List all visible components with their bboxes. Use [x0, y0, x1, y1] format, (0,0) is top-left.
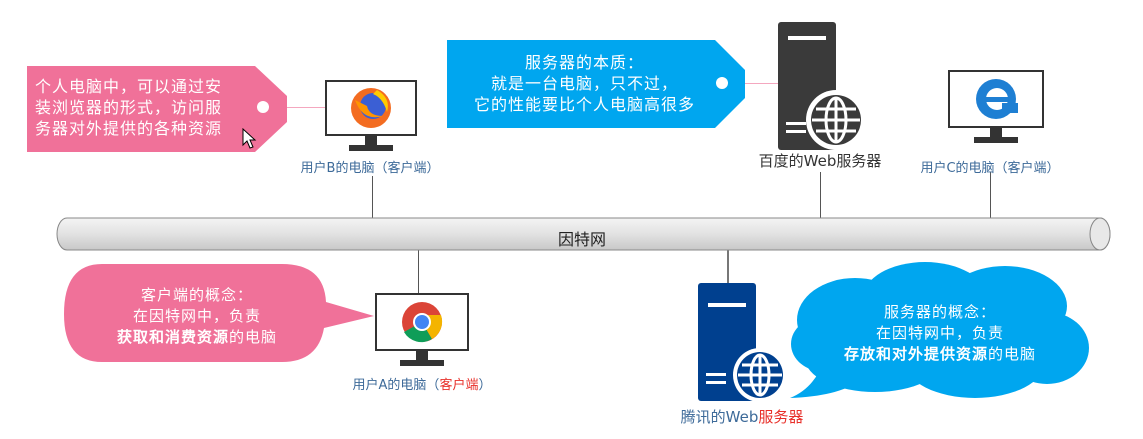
- tencent-server: [698, 283, 787, 402]
- server-concept-line: 存放和对外提供资源的电脑: [800, 344, 1080, 365]
- server-concept-text: 服务器的概念： 在因特网中，负责 存放和对外提供资源的电脑: [800, 302, 1080, 365]
- client-note-line: 务器对外提供的各种资源: [35, 119, 223, 138]
- user-c-computer: [948, 70, 1044, 143]
- globe-icon: [733, 348, 787, 402]
- server-concept-emphasis: 存放和对外提供资源: [843, 345, 988, 363]
- server-note-line: 就是一台电脑，只不过，: [490, 74, 678, 93]
- client-concept-line: 客户端的概念：: [140, 286, 253, 304]
- baidu-label: 百度的Web服务器: [758, 152, 882, 170]
- client-concept-line: 获取和消费资源的电脑: [68, 327, 326, 348]
- firefox-icon: [351, 88, 391, 128]
- connector-user-b: [372, 176, 373, 220]
- server-concept-cloud: [790, 262, 1089, 398]
- client-concept-emphasis: 获取和消费资源: [116, 328, 229, 346]
- tag-connector-server: [740, 83, 780, 84]
- client-note-line: 装浏览器的形式，访问服: [35, 98, 223, 117]
- user-a-label-paren: ）: [478, 378, 492, 393]
- edge-icon: [976, 79, 1018, 119]
- client-note-text: 个人电脑中，可以通过安 装浏览器的形式，访问服 务器对外提供的各种资源: [35, 76, 222, 139]
- server-note-text: 服务器的本质： 就是一台电脑，只不过， 它的性能要比个人电脑高很多: [452, 52, 717, 115]
- tencent-label-highlight: 服务器: [758, 408, 804, 426]
- server-concept-line: 在因特网中，负责: [875, 324, 1004, 342]
- server-note-line: 服务器的本质：: [524, 53, 644, 72]
- connector-tencent: [727, 248, 729, 284]
- user-b-computer: [325, 80, 417, 151]
- tencent-label-text: 腾讯的Web: [680, 408, 759, 426]
- internet-label: 因特网: [558, 230, 607, 249]
- server-note-tag: [447, 40, 745, 128]
- baidu-server: [778, 22, 866, 150]
- connector-user-c: [990, 172, 991, 220]
- globe-icon: [806, 90, 866, 150]
- user-a-label-text: 用户A的电脑: [352, 378, 427, 393]
- user-a-label-paren: （: [426, 378, 440, 393]
- tencent-label: 腾讯的Web服务器: [681, 406, 804, 427]
- connector-baidu: [820, 172, 821, 220]
- chrome-icon: [402, 302, 443, 343]
- server-concept-line: 服务器的概念：: [883, 303, 996, 321]
- mouse-cursor-icon: [242, 128, 257, 149]
- client-note-line: 个人电脑中，可以通过安: [35, 77, 223, 96]
- client-concept-text: 客户端的概念： 在因特网中，负责 获取和消费资源的电脑: [68, 285, 326, 348]
- user-c-label: 用户C的电脑（客户端）: [920, 161, 1060, 176]
- connector-user-a: [418, 248, 419, 294]
- user-a-label-highlight: 客户端: [439, 378, 479, 393]
- server-concept-rest: 的电脑: [988, 345, 1037, 363]
- user-a-label: 用户A的电脑（客户端）: [353, 374, 492, 393]
- client-concept-bubble: [64, 264, 374, 362]
- client-note-tag: [27, 66, 287, 152]
- client-concept-line: 在因特网中，负责: [132, 307, 261, 325]
- user-a-computer: [375, 293, 469, 366]
- tag-connector-client: [285, 107, 327, 108]
- internet-pipe: [56, 217, 1111, 251]
- user-b-label: 用户B的电脑（客户端）: [300, 161, 440, 176]
- server-note-line: 它的性能要比个人电脑高很多: [473, 95, 695, 114]
- client-concept-rest: 的电脑: [229, 328, 278, 346]
